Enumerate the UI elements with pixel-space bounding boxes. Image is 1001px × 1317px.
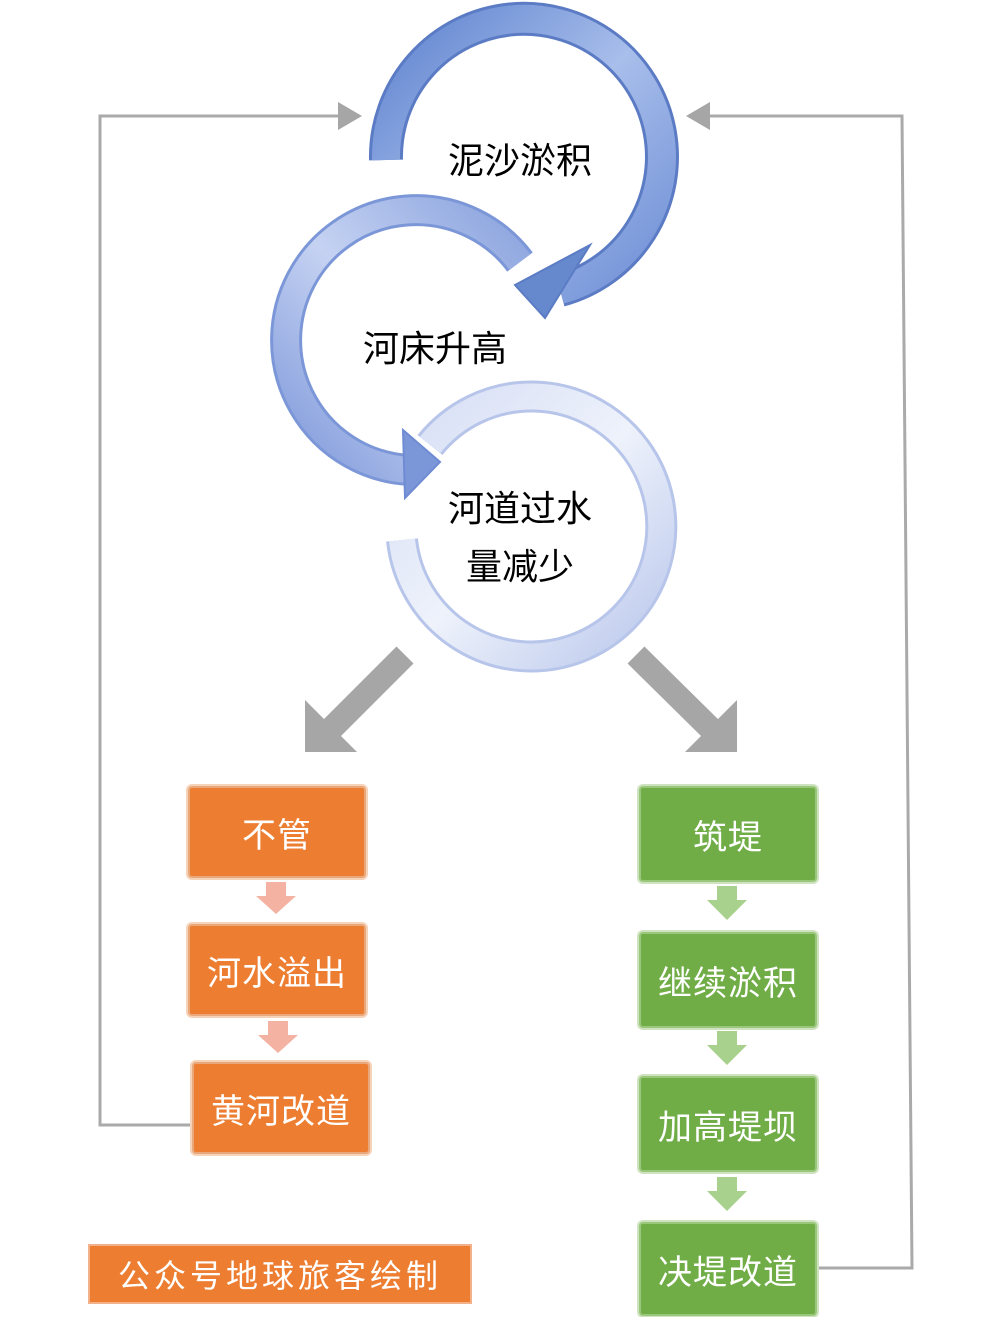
credit-banner: 公众号地球旅客绘制 xyxy=(88,1244,472,1304)
cycle-arc-sediment xyxy=(368,1,679,320)
down-arrow-right-2 xyxy=(707,1031,747,1065)
step-box-build-levee: 筑堤 xyxy=(639,786,817,882)
down-arrow-left-2 xyxy=(258,1021,298,1053)
step-box-ignore: 不管 xyxy=(188,786,366,878)
step-box-raise-levee: 加高堤坝 xyxy=(639,1076,817,1172)
down-arrow-right-1 xyxy=(707,886,747,920)
step-box-levee-breach: 决堤改道 xyxy=(639,1222,817,1316)
cycle-label-sediment: 泥沙淤积 xyxy=(447,141,592,182)
cycle-arc-riverbed xyxy=(270,194,533,501)
cycle-label-flow-line2: 量减少 xyxy=(465,547,574,588)
cycle-arrowhead-2 xyxy=(401,427,442,501)
cycle-arrowhead-1 xyxy=(513,242,593,320)
feedback-line-left xyxy=(98,102,362,1127)
down-arrow-left-1 xyxy=(256,882,296,914)
cycle-label-flow-line1: 河道过水 xyxy=(447,489,592,530)
step-box-continue-silting: 继续淤积 xyxy=(639,932,817,1028)
step-box-overflow: 河水溢出 xyxy=(188,924,366,1016)
feedback-line-right xyxy=(686,102,914,1270)
branch-arrow-left xyxy=(305,646,414,752)
down-arrow-right-3 xyxy=(707,1177,747,1211)
cycle-label-riverbed: 河床升高 xyxy=(362,329,507,370)
branch-arrow-right xyxy=(627,646,737,752)
cycle-arc-flow xyxy=(386,380,678,673)
step-box-river-diversion: 黄河改道 xyxy=(192,1062,370,1154)
